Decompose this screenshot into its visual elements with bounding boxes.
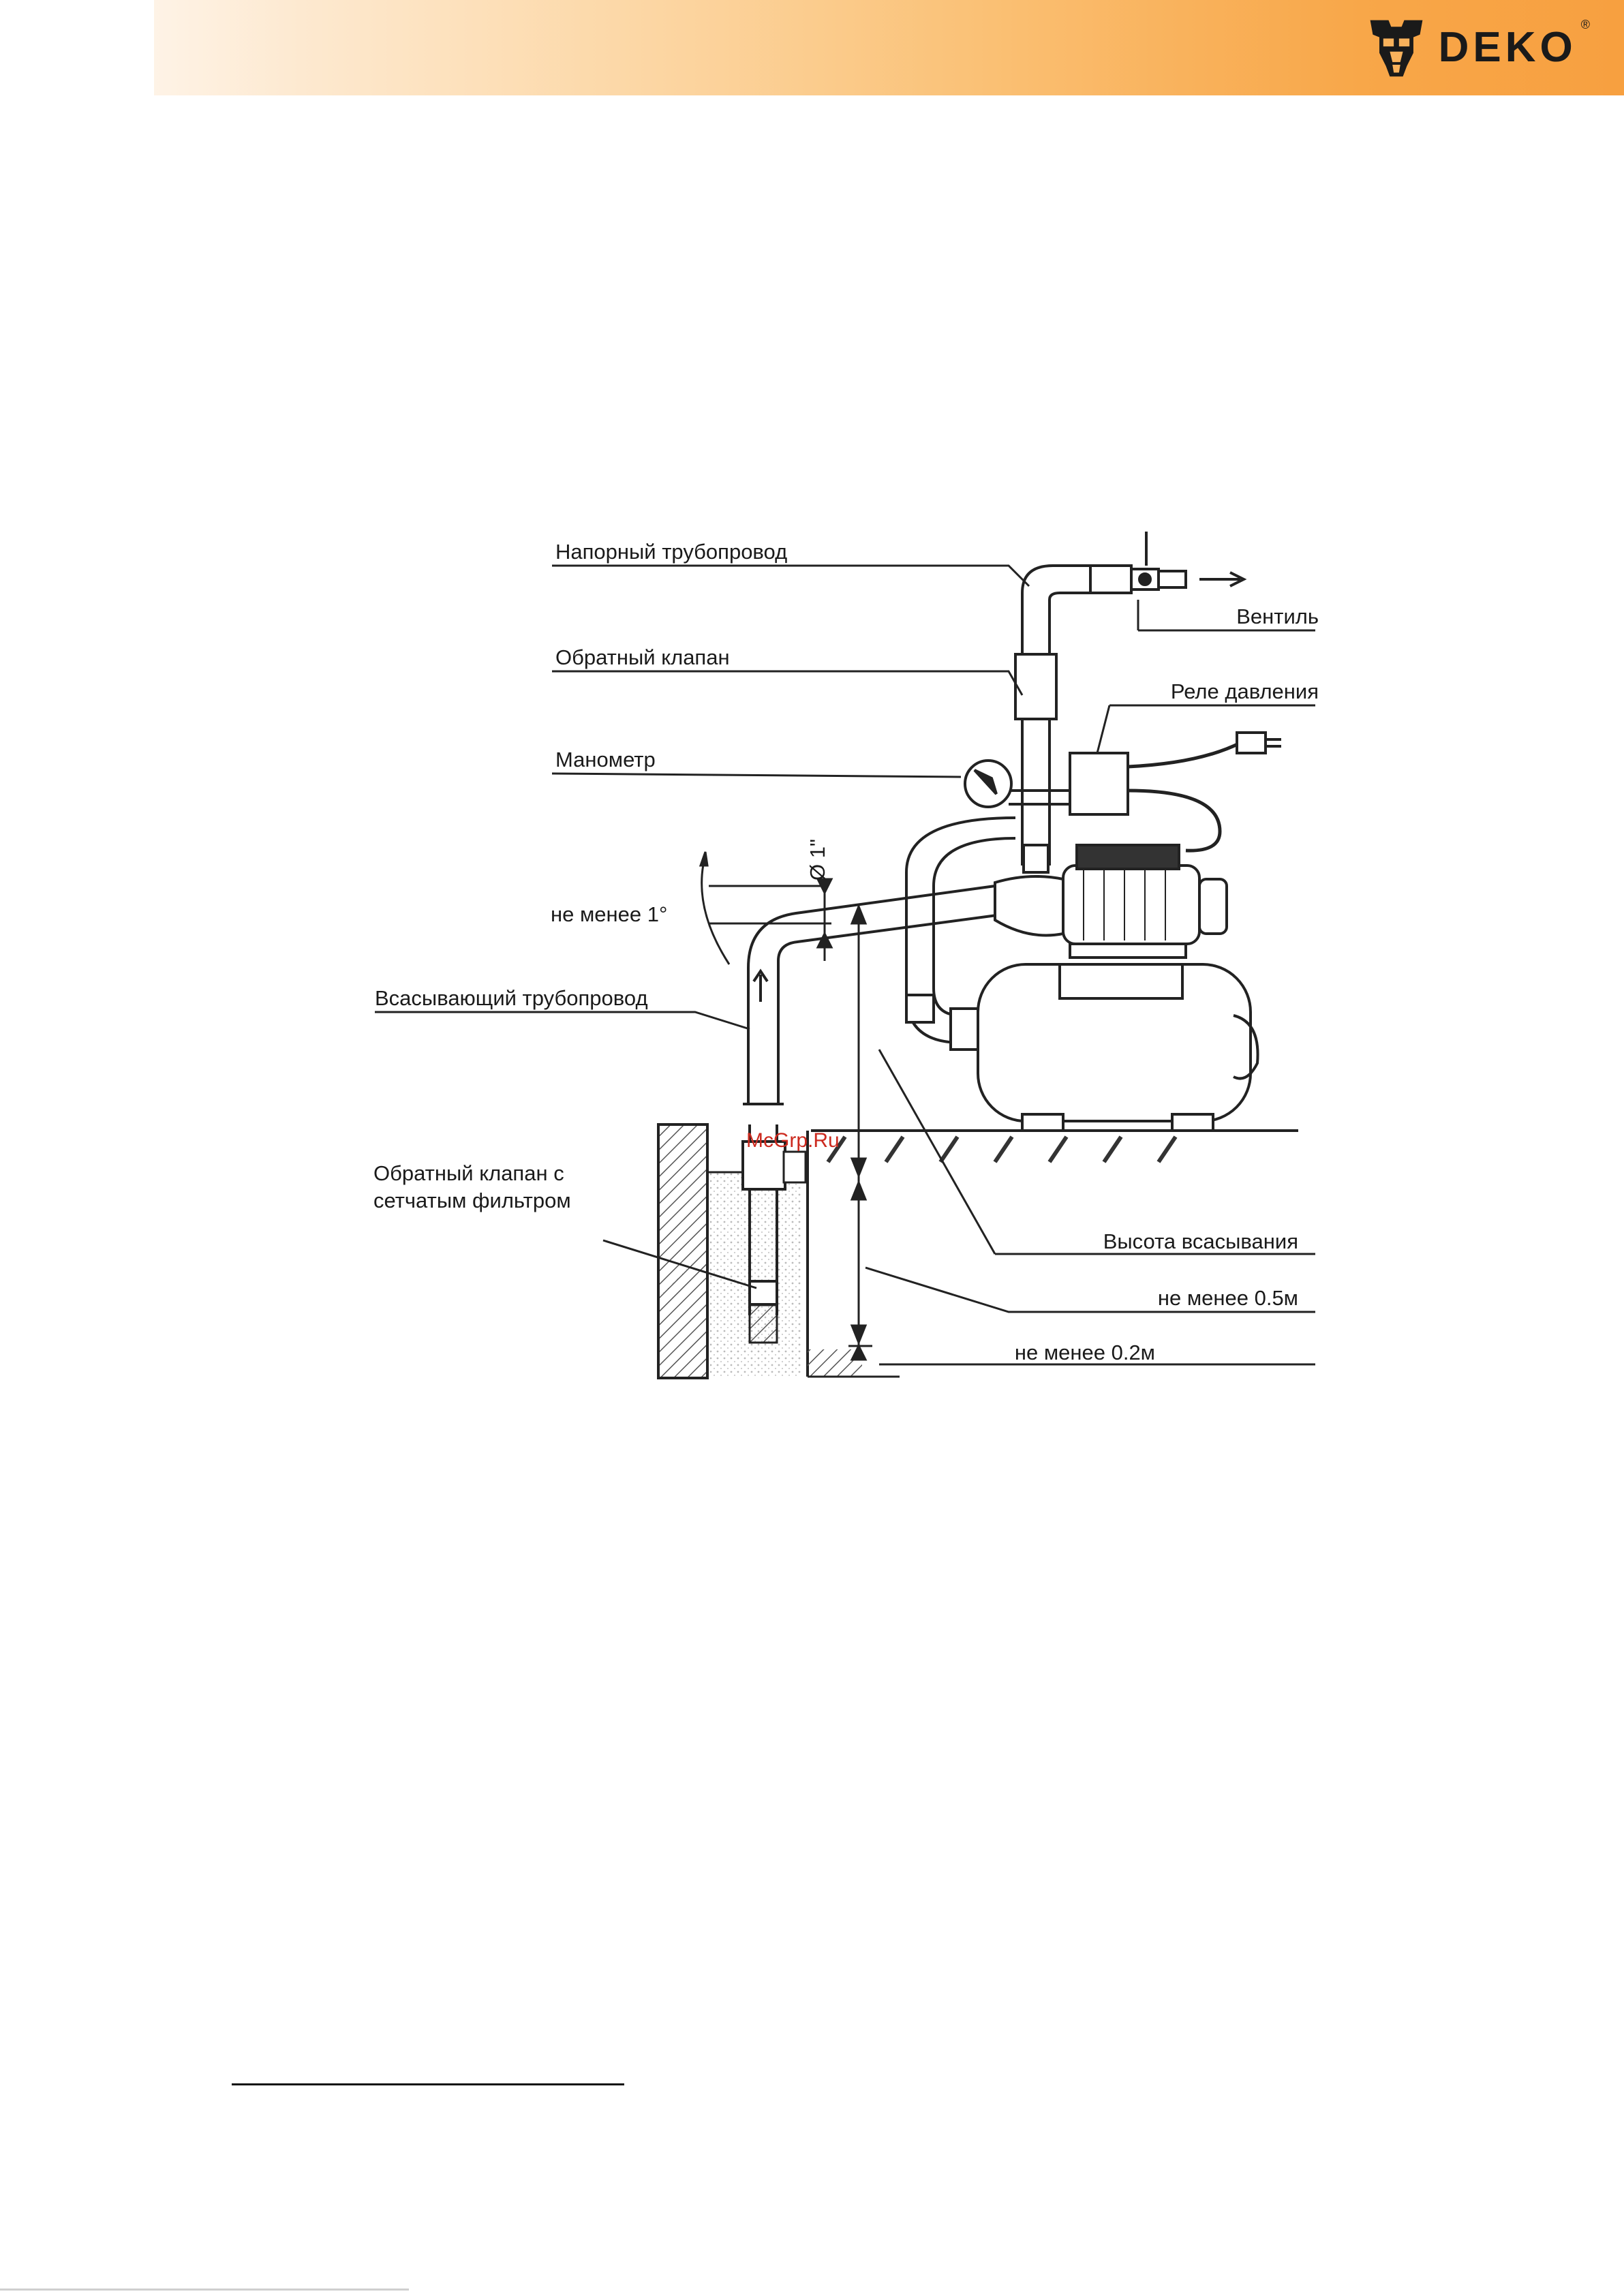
label-check-valve-filter-1: Обратный клапан с xyxy=(373,1161,564,1185)
ground-line xyxy=(811,1131,1298,1162)
pressure-switch xyxy=(1070,733,1281,851)
label-diameter: Ø 1" xyxy=(806,839,829,881)
label-valve: Вентиль xyxy=(1236,604,1319,628)
label-suction-pipe: Всасывающий трубопровод xyxy=(375,986,648,1010)
label-min-depth: не менее 0.5м xyxy=(1158,1286,1298,1310)
label-min-slope: не менее 1° xyxy=(551,902,667,926)
label-pressure-switch: Реле давления xyxy=(1171,679,1319,703)
pressure-tank xyxy=(978,964,1258,1131)
label-check-valve-filter-2: сетчатым фильтром xyxy=(373,1189,571,1212)
manometer xyxy=(965,761,1011,807)
outlet-valve xyxy=(1090,532,1244,593)
bottom-edge-line xyxy=(0,2289,409,2291)
pressure-pipe xyxy=(1009,566,1090,872)
label-check-valve: Обратный клапан xyxy=(555,645,730,669)
footnote-rule xyxy=(232,2083,624,2085)
label-suction-height: Высота всасывания xyxy=(1103,1229,1298,1253)
label-min-bottom: не менее 0.2м xyxy=(1015,1341,1155,1364)
watermark: McGrp.Ru xyxy=(746,1129,840,1152)
label-pressure-pipe: Напорный трубопровод xyxy=(555,540,787,564)
label-manometer: Манометр xyxy=(555,748,656,771)
